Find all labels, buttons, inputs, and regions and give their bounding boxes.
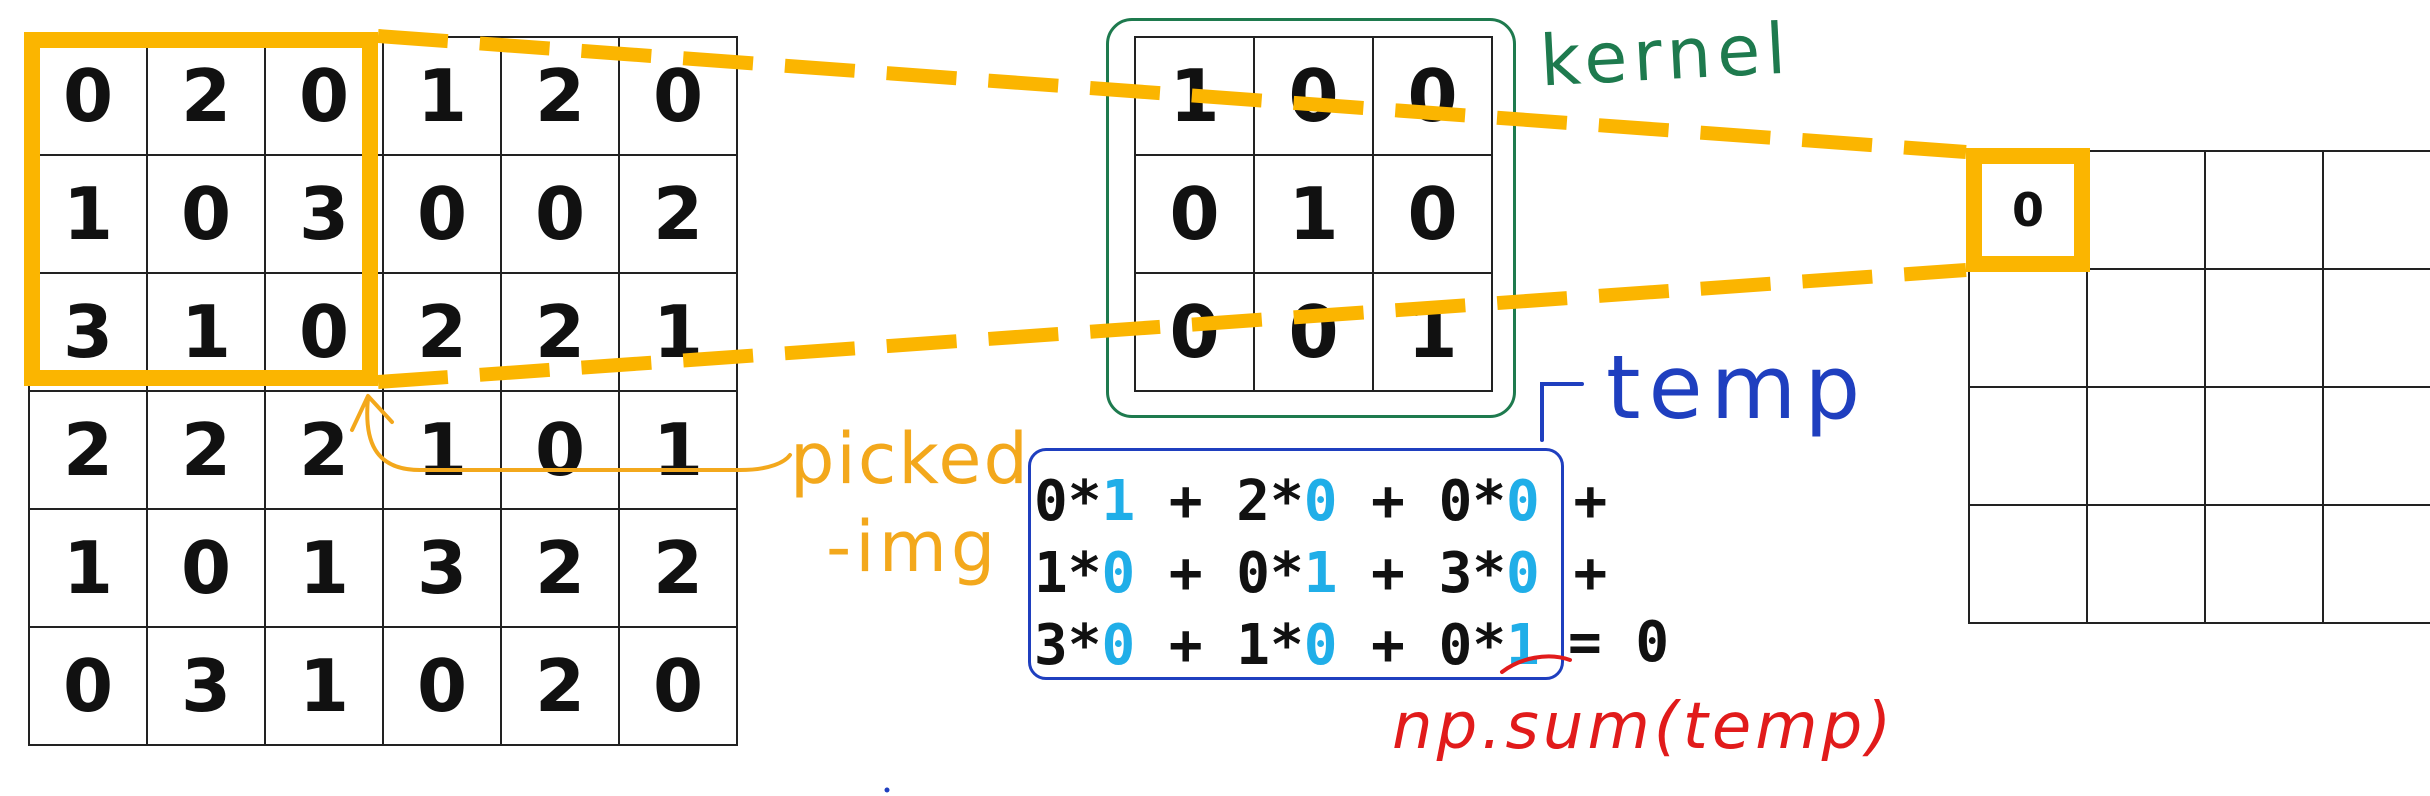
kernel-cell: 1 <box>1374 274 1493 392</box>
input-image-cell: 2 <box>148 392 266 510</box>
picked-label: picked <box>790 418 1030 500</box>
input-image-cell: 2 <box>620 510 738 628</box>
kernel-cell: 0 <box>1255 274 1374 392</box>
output-cell <box>2088 388 2206 506</box>
output-cell <box>2206 270 2324 388</box>
input-image-cell: 0 <box>384 156 502 274</box>
formula-term: + 1* <box>1135 613 1304 678</box>
output-cell <box>2206 152 2324 270</box>
input-image-cell: 0 <box>620 628 738 746</box>
input-image-cell: 3 <box>148 628 266 746</box>
kernel-cell: 0 <box>1136 274 1255 392</box>
formula-term: + 0* <box>1337 613 1507 678</box>
output-cell <box>2324 388 2430 506</box>
temp-label: temp <box>1606 336 1869 439</box>
output-grid: 0 <box>1968 150 2430 624</box>
kernel-cell: 1 <box>1255 156 1374 274</box>
formula: 0*1 + 2*0 + 0*0 +1*0 + 0*1 + 3*0 +3*0 + … <box>1034 466 1607 682</box>
kernel-weight: 0 <box>1101 541 1136 606</box>
formula-term: + <box>1539 541 1608 606</box>
formula-term: + 0* <box>1337 469 1507 534</box>
formula-line: 0*1 + 2*0 + 0*0 + <box>1034 466 1607 538</box>
kernel-cell: 1 <box>1136 38 1255 156</box>
kernel-cell: 0 <box>1255 38 1374 156</box>
formula-result: = 0 <box>1568 610 1670 675</box>
formula-term: + <box>1539 469 1608 534</box>
kernel-weight: 1 <box>1506 613 1540 678</box>
output-cell <box>2088 270 2206 388</box>
input-image-cell: 3 <box>266 156 384 274</box>
stray-dot <box>884 787 890 793</box>
output-cell <box>1970 270 2088 388</box>
img-label: -img <box>826 506 1000 588</box>
input-image-cell: 2 <box>384 274 502 392</box>
formula-term: + 0* <box>1135 541 1304 606</box>
kernel-label: kernel <box>1538 7 1794 103</box>
output-cell <box>2088 152 2206 270</box>
output-cell <box>2206 506 2324 624</box>
input-image-cell: 0 <box>384 628 502 746</box>
kernel-weight: 0 <box>1303 613 1338 678</box>
formula-term: 3* <box>1034 613 1102 678</box>
kernel-weight: 0 <box>1506 541 1540 606</box>
output-cell: 0 <box>1970 152 2088 270</box>
input-image-cell: 2 <box>620 156 738 274</box>
input-image-cell: 2 <box>148 38 266 156</box>
kernel-weight: 1 <box>1303 541 1338 606</box>
formula-line: 1*0 + 0*1 + 3*0 + <box>1034 538 1607 610</box>
kernel-cell: 0 <box>1374 156 1493 274</box>
input-image-cell: 0 <box>620 38 738 156</box>
input-image-cell: 2 <box>502 38 620 156</box>
output-cell <box>2324 152 2430 270</box>
input-image-cell: 3 <box>384 510 502 628</box>
kernel-weight: 1 <box>1101 469 1136 534</box>
input-image-cell: 0 <box>502 156 620 274</box>
input-image-cell: 2 <box>502 510 620 628</box>
kernel-weight: 0 <box>1101 613 1136 678</box>
input-image-cell: 1 <box>266 510 384 628</box>
input-image-cell: 1 <box>30 156 148 274</box>
input-image-cell: 0 <box>502 392 620 510</box>
output-cell <box>1970 506 2088 624</box>
temp-frame <box>1028 448 1564 680</box>
kernel-weight: 0 <box>1506 469 1540 534</box>
output-cell <box>1970 388 2088 506</box>
input-image-cell: 1 <box>266 628 384 746</box>
input-image-cell: 0 <box>148 510 266 628</box>
np-sum-label: np.sum(temp) <box>1392 690 1896 764</box>
temp-connector <box>1540 382 1584 442</box>
formula-term: 1* <box>1034 541 1102 606</box>
input-image-cell: 0 <box>148 156 266 274</box>
formula-term: 0* <box>1034 469 1102 534</box>
input-image-cell: 2 <box>266 392 384 510</box>
input-image-cell: 1 <box>148 274 266 392</box>
kernel-weight: 0 <box>1303 469 1338 534</box>
input-image-cell: 1 <box>620 392 738 510</box>
input-image-cell: 0 <box>266 38 384 156</box>
output-cell <box>2324 270 2430 388</box>
input-image-cell: 0 <box>30 38 148 156</box>
output-cell <box>2324 506 2430 624</box>
input-image-cell: 0 <box>266 274 384 392</box>
input-image-cell: 2 <box>30 392 148 510</box>
formula-line: 3*0 + 1*0 + 0*1 <box>1034 610 1607 682</box>
kernel-frame <box>1106 18 1516 418</box>
input-image-cell: 2 <box>502 274 620 392</box>
kernel-cell: 0 <box>1374 38 1493 156</box>
output-cell <box>2088 506 2206 624</box>
formula-term: + 2* <box>1135 469 1304 534</box>
input-image-cell: 1 <box>30 510 148 628</box>
input-image-cell: 2 <box>502 628 620 746</box>
input-image-cell: 3 <box>30 274 148 392</box>
input-image-cell: 1 <box>384 392 502 510</box>
formula-term: + 3* <box>1337 541 1507 606</box>
input-image-cell: 1 <box>384 38 502 156</box>
kernel-cell: 0 <box>1136 156 1255 274</box>
input-image-cell: 0 <box>30 628 148 746</box>
input-image-cell: 1 <box>620 274 738 392</box>
output-cell <box>2206 388 2324 506</box>
